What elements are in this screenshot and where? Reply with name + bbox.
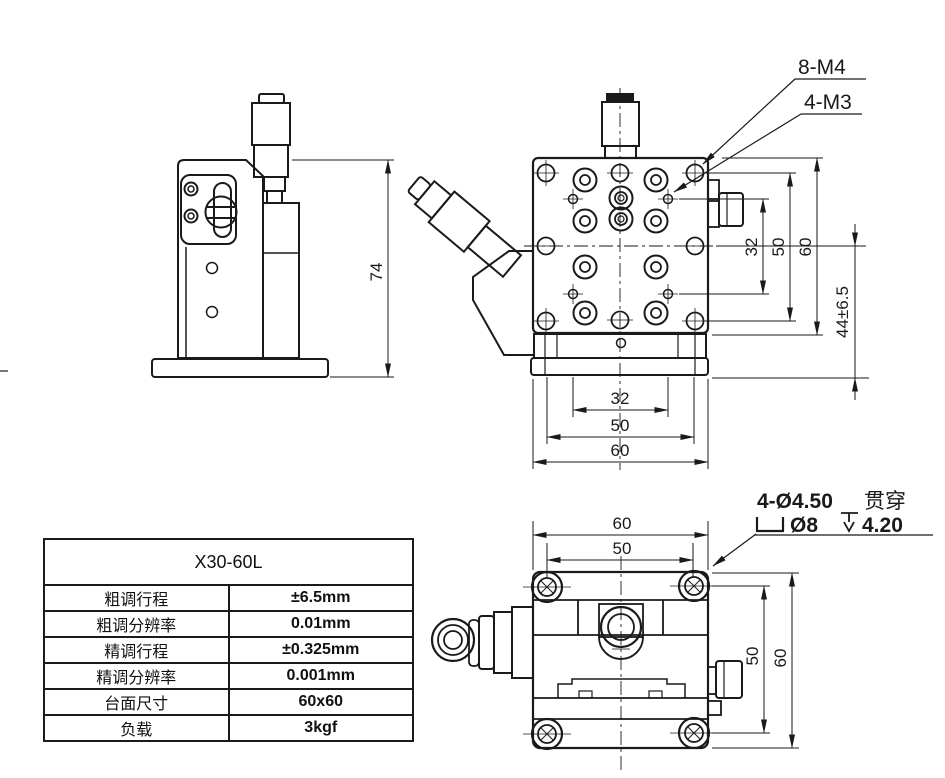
spec-label: 精调分辨率 — [43, 662, 230, 690]
dim-side-44: 44±6.5 — [833, 286, 852, 338]
dim-bottom-50-right: 50 — [743, 647, 762, 666]
dim-top-50: 50 — [611, 416, 630, 435]
model-name: X30-60L — [43, 538, 414, 586]
hole-center-ticks — [523, 585, 718, 735]
spec-label: 粗调行程 — [43, 584, 230, 612]
lock-knob — [707, 179, 744, 228]
spec-label: 负载 — [43, 714, 230, 742]
dim-side-60: 60 — [796, 238, 815, 257]
center-housing — [598, 603, 644, 638]
spec-value: 0.01mm — [227, 610, 414, 638]
cbore-callout — [712, 512, 933, 567]
spec-value: 60x60 — [227, 688, 414, 716]
micrometer-cap — [258, 93, 285, 104]
bottom-view-dims — [532, 521, 799, 749]
top-view-dims-bottom — [532, 377, 709, 469]
front-view — [0, 93, 329, 378]
table-row: 精调分辨率 0.001mm — [43, 662, 414, 690]
table-row: X30-60L — [43, 538, 414, 586]
spec-value: 3kgf — [227, 714, 414, 742]
mounting-holes — [530, 569, 711, 751]
table-row: 负载 3kgf — [43, 714, 414, 742]
spec-value: 0.001mm — [227, 662, 414, 690]
counterbore-holes — [572, 167, 669, 326]
slotted-screw — [204, 195, 238, 229]
dim-top-32: 32 — [611, 389, 630, 408]
callout-hole-count: 4-Ø4.50 — [757, 490, 833, 513]
dim-bottom-50-top: 50 — [613, 539, 632, 558]
thread-callouts — [673, 78, 866, 193]
dim-bottom-60-top: 60 — [613, 514, 632, 533]
spec-label: 台面尺寸 — [43, 688, 230, 716]
dovetail-profile — [557, 678, 686, 698]
spec-value: ±6.5mm — [227, 584, 414, 612]
base-plate — [151, 358, 329, 378]
micrometer-bracket — [472, 250, 533, 356]
callout-through: 贯穿 — [864, 489, 906, 513]
top-view-dims-right — [679, 157, 869, 400]
center-bore — [599, 605, 643, 649]
front-dimensions — [292, 159, 394, 378]
table-row: 粗调分辨率 0.01mm — [43, 610, 414, 638]
dim-bottom-60-right: 60 — [771, 649, 790, 668]
micrometer-cap — [606, 93, 634, 103]
dim-top-60: 60 — [611, 441, 630, 460]
spec-label: 粗调分辨率 — [43, 610, 230, 638]
counterbore-icon — [755, 517, 785, 533]
callout-cbore-dia: Ø8 — [790, 514, 818, 537]
top-plate — [531, 156, 710, 335]
angled-micrometer — [407, 176, 523, 279]
side-micrometer — [430, 606, 534, 679]
bottom-view — [430, 556, 743, 772]
dim-side-32: 32 — [742, 238, 761, 257]
lock-knob — [707, 660, 743, 716]
dim-front-height: 74 — [367, 263, 386, 282]
callout-cbore-depth: 4.20 — [862, 514, 903, 537]
table-row: 粗调行程 ±6.5mm — [43, 584, 414, 612]
top-view — [407, 88, 744, 470]
spec-table: X30-60L 粗调行程 ±6.5mm 粗调分辨率 0.01mm 精调行程 ±0… — [43, 538, 414, 742]
table-row: 台面尺寸 60x60 — [43, 688, 414, 716]
dim-side-50: 50 — [769, 238, 788, 257]
m4-hole-crosshairs — [533, 160, 708, 334]
callout-4-m3: 4-M3 — [804, 91, 852, 114]
stage-base-band — [530, 357, 709, 376]
spindle-housing — [262, 202, 300, 359]
depth-icon — [841, 512, 858, 533]
table-row: 精调行程 ±0.325mm — [43, 636, 414, 664]
stage-body — [177, 159, 264, 359]
spec-label: 精调行程 — [43, 636, 230, 664]
m3-hole-crosshairs — [563, 189, 678, 304]
bottom-body — [531, 570, 710, 750]
micrometer-thimble — [251, 102, 291, 146]
spec-value: ±0.325mm — [227, 636, 414, 664]
callout-8-m4: 8-M4 — [798, 56, 846, 79]
